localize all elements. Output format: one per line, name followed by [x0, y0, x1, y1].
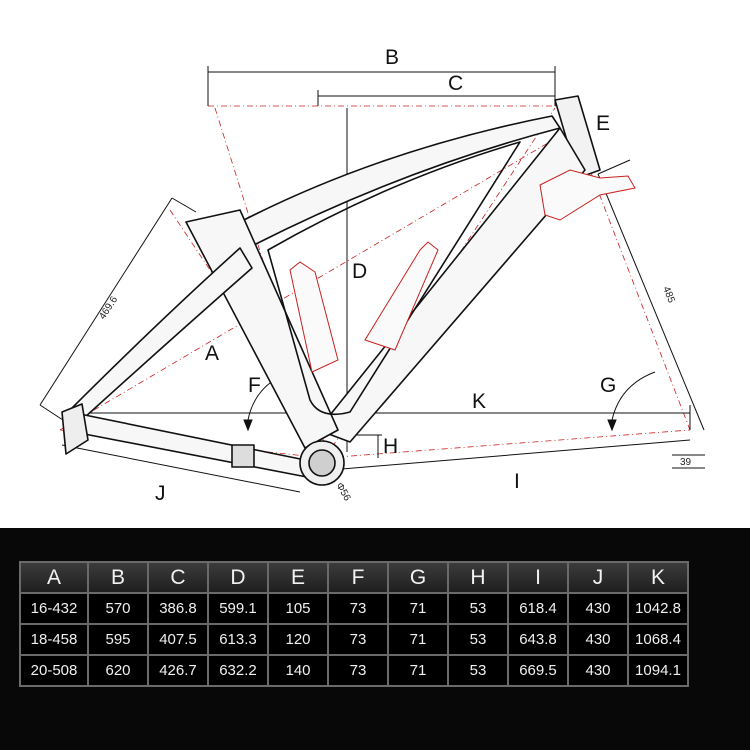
- dim-fork-length: 485: [660, 285, 677, 305]
- table-row: 18-458 595 407.5 613.3 120 73 71 53 643.…: [21, 625, 687, 654]
- table-cell: 53: [449, 656, 507, 685]
- header-cell: G: [389, 563, 447, 592]
- table-cell: 18-458: [21, 625, 87, 654]
- table-cell: 1094.1: [629, 656, 687, 685]
- header-cell: C: [149, 563, 207, 592]
- dimension-lines: [39, 66, 705, 493]
- table-cell: 595: [89, 625, 147, 654]
- table-cell: 71: [389, 594, 447, 623]
- table-cell: 53: [449, 625, 507, 654]
- header-cell: F: [329, 563, 387, 592]
- table-header-row: A B C D E F G H I J K: [21, 563, 687, 592]
- frame-outline: [61, 95, 601, 486]
- table-cell: 1068.4: [629, 625, 687, 654]
- table-cell: 1042.8: [629, 594, 687, 623]
- table-cell: 71: [389, 625, 447, 654]
- table-cell: 620: [89, 656, 147, 685]
- fork-crown: [539, 169, 636, 221]
- label-h: H: [383, 435, 398, 458]
- water-bottles: [289, 241, 439, 373]
- table-cell: 73: [329, 656, 387, 685]
- header-cell: A: [21, 563, 87, 592]
- header-cell: B: [89, 563, 147, 592]
- table-cell: 430: [569, 594, 627, 623]
- table-row: 20-508 620 426.7 632.2 140 73 71 53 669.…: [21, 656, 687, 685]
- table-cell: 105: [269, 594, 327, 623]
- table-cell: 570: [89, 594, 147, 623]
- label-b: B: [385, 46, 399, 69]
- table-cell: 613.3: [209, 625, 267, 654]
- geometry-table: A B C D E F G H I J K 16-432 570 386.8 5…: [19, 561, 689, 687]
- dim-bb-diameter: Φ56: [333, 481, 352, 503]
- table-cell: 120: [269, 625, 327, 654]
- table-cell: 20-508: [21, 656, 87, 685]
- header-cell: D: [209, 563, 267, 592]
- table-cell: 426.7: [149, 656, 207, 685]
- label-k: K: [472, 390, 486, 413]
- table-cell: 643.8: [509, 625, 567, 654]
- label-i: I: [514, 470, 520, 493]
- label-g: G: [600, 374, 616, 397]
- frame-geometry-diagram: B C D E F G H I J K A 469.6 485 Φ56 39: [39, 46, 705, 505]
- dim-seat-length: 469.6: [97, 294, 120, 321]
- table-cell: 140: [269, 656, 327, 685]
- table-cell: 73: [329, 594, 387, 623]
- header-cell: H: [449, 563, 507, 592]
- table-cell: 632.2: [209, 656, 267, 685]
- header-cell: J: [569, 563, 627, 592]
- table-cell: 430: [569, 625, 627, 654]
- dim-axle-drop: 39: [680, 457, 692, 468]
- geometry-table-panel: A B C D E F G H I J K 16-432 570 386.8 5…: [0, 528, 750, 750]
- label-f: F: [248, 374, 261, 397]
- table-cell: 16-432: [21, 594, 87, 623]
- table-cell: 73: [329, 625, 387, 654]
- table-cell: 71: [389, 656, 447, 685]
- label-j: J: [155, 482, 166, 505]
- label-a: A: [205, 342, 219, 365]
- table-cell: 669.5: [509, 656, 567, 685]
- label-c: C: [448, 72, 463, 95]
- label-d: D: [352, 260, 367, 283]
- label-e: E: [596, 112, 610, 135]
- table-cell: 386.8: [149, 594, 207, 623]
- table-cell: 407.5: [149, 625, 207, 654]
- table-row: 16-432 570 386.8 599.1 105 73 71 53 618.…: [21, 594, 687, 623]
- table-cell: 53: [449, 594, 507, 623]
- header-cell: I: [509, 563, 567, 592]
- header-cell: E: [269, 563, 327, 592]
- table-cell: 430: [569, 656, 627, 685]
- table-cell: 599.1: [209, 594, 267, 623]
- header-cell: K: [629, 563, 687, 592]
- table-cell: 618.4: [509, 594, 567, 623]
